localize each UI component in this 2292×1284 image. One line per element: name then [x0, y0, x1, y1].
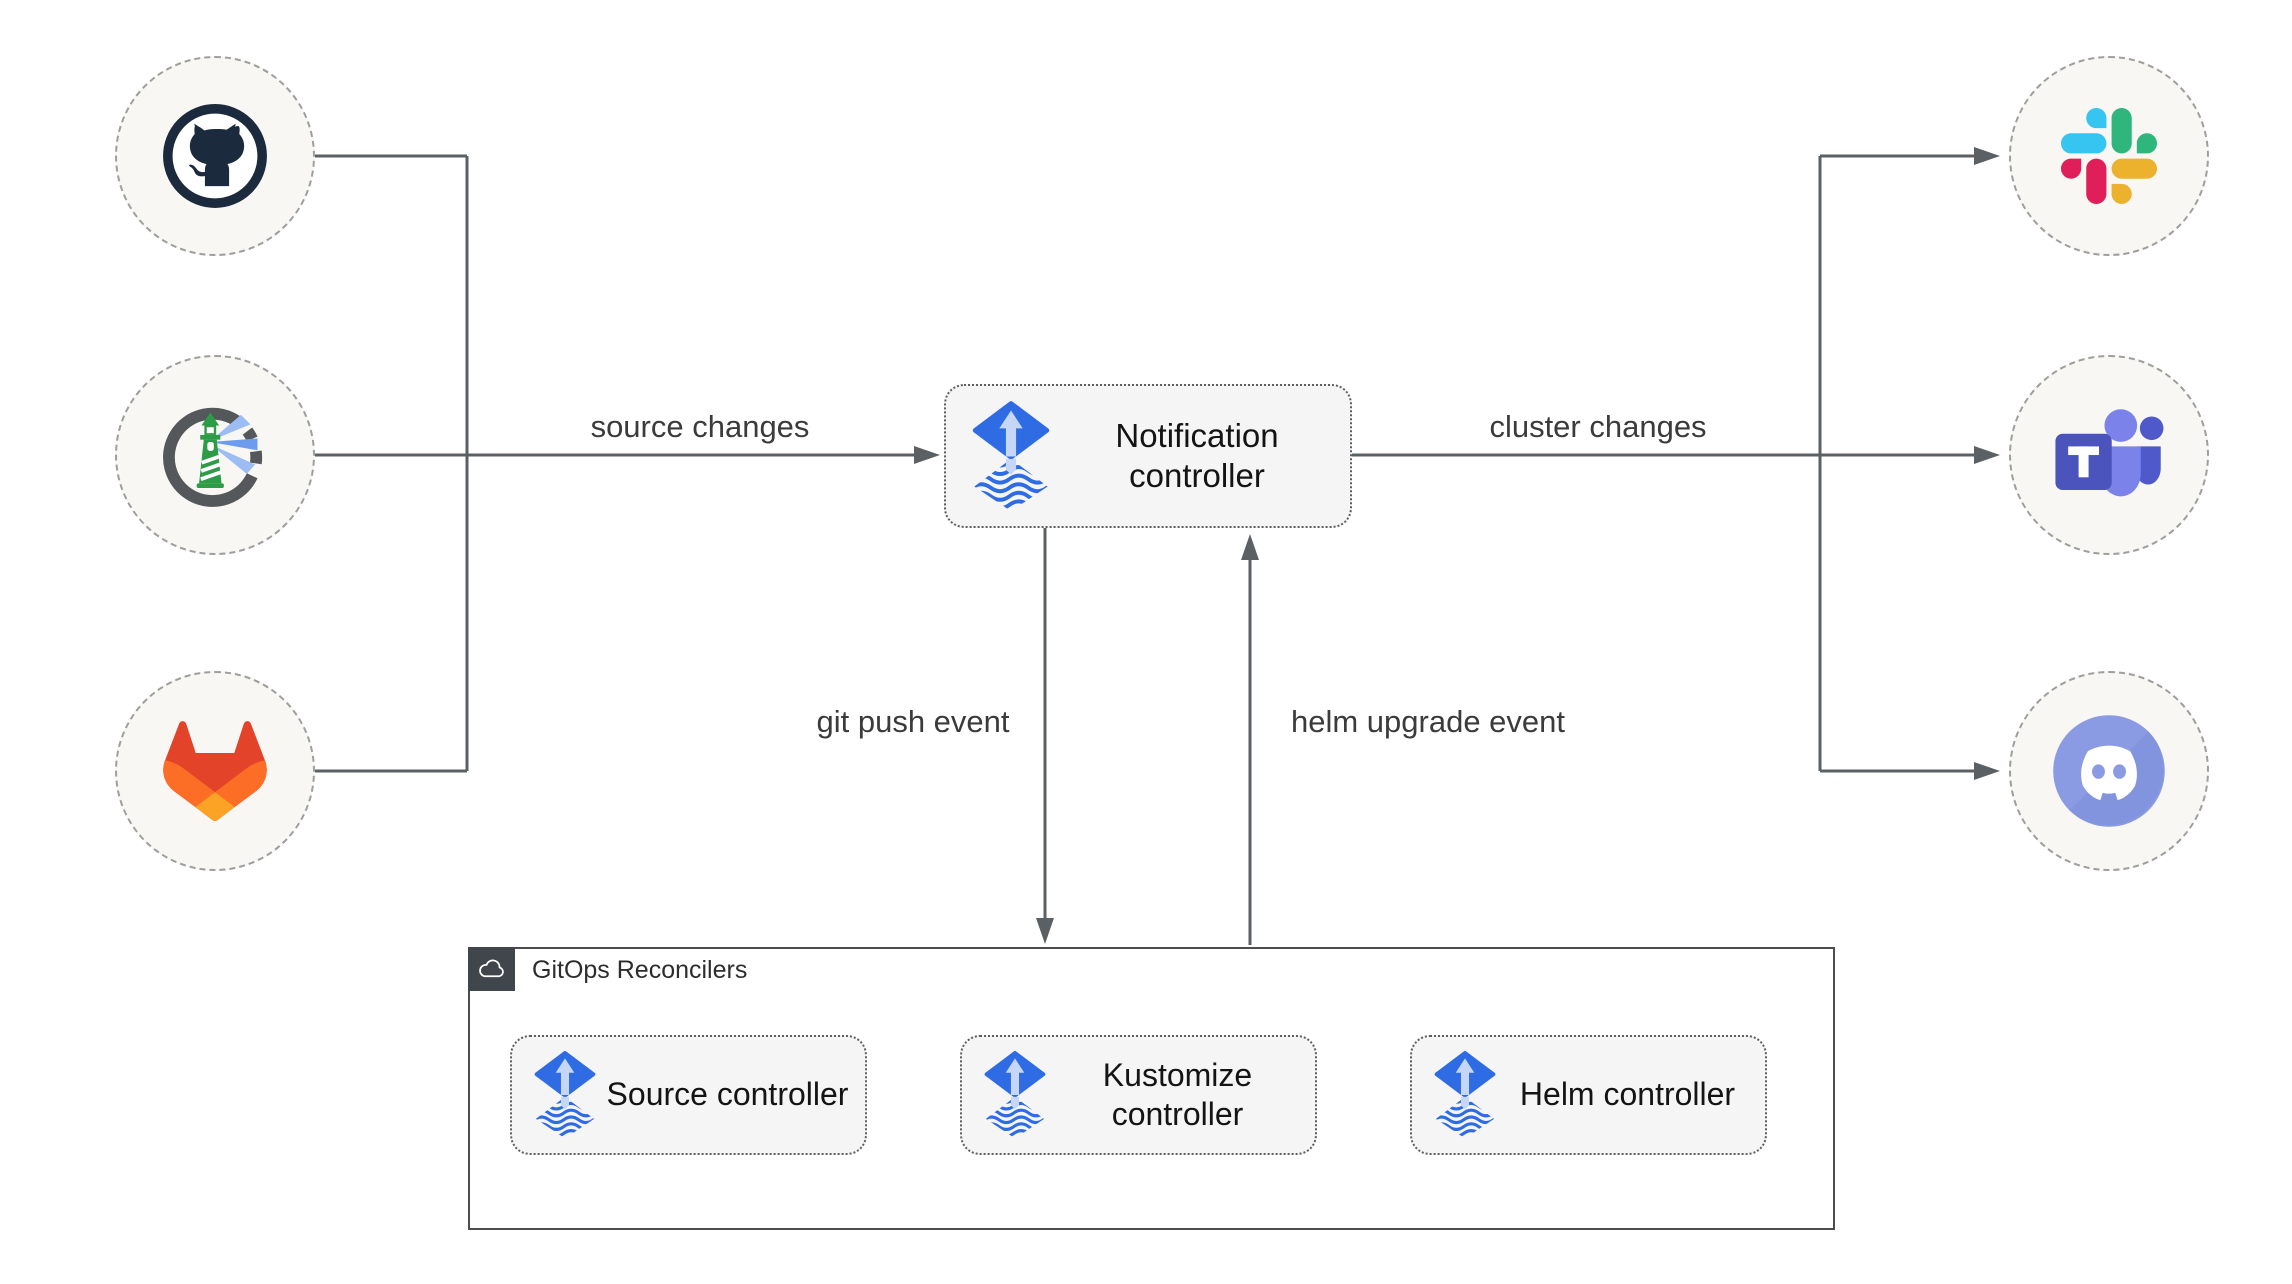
- kustomize-controller-label: Kustomize controller: [1102, 1056, 1253, 1132]
- gitops-reconcilers-tab: [468, 947, 515, 991]
- harbor-icon: [163, 407, 263, 507]
- edge-label-source-changes: source changes: [590, 409, 810, 444]
- gitops-reconcilers-title: GitOps Reconcilers: [532, 955, 748, 984]
- notification-controller-node[interactable]: Notification controller: [944, 384, 1352, 528]
- arrowhead-helm-upgrade: [1241, 534, 1259, 560]
- source-controller-label: Source controller: [606, 1076, 849, 1113]
- edge-label-cluster-changes: cluster changes: [1489, 409, 1707, 444]
- arrowhead-teams: [1974, 446, 2000, 464]
- target-node-teams[interactable]: [2009, 355, 2209, 555]
- flux-icon: [534, 1051, 596, 1139]
- arrowhead-slack: [1974, 147, 2000, 165]
- arrowhead-discord: [1974, 762, 2000, 780]
- gitlab-icon: [163, 721, 267, 821]
- flux-icon: [984, 1051, 1046, 1139]
- source-node-github[interactable]: [115, 56, 315, 256]
- github-icon: [163, 104, 267, 208]
- gitops-reconcilers-container[interactable]: GitOps Reconcilers Source controller Kus…: [468, 947, 1835, 1230]
- source-controller-node[interactable]: Source controller: [510, 1035, 867, 1155]
- notification-controller-label: Notification controller: [1115, 416, 1279, 494]
- target-node-slack[interactable]: [2009, 56, 2209, 256]
- flux-icon: [1434, 1051, 1496, 1139]
- helm-controller-node[interactable]: Helm controller: [1410, 1035, 1767, 1155]
- edge-label-git-push-event: git push event: [816, 704, 1010, 739]
- cloud-icon: [478, 959, 504, 977]
- discord-icon: [2053, 715, 2165, 827]
- slack-icon: [2061, 108, 2157, 204]
- arrowhead-source-changes: [914, 446, 940, 464]
- source-node-harbor[interactable]: [115, 355, 315, 555]
- helm-controller-label: Helm controller: [1519, 1076, 1736, 1113]
- target-node-discord[interactable]: [2009, 671, 2209, 871]
- source-node-gitlab[interactable]: [115, 671, 315, 871]
- arrowhead-git-push: [1036, 918, 1054, 944]
- teams-icon: [2055, 408, 2164, 496]
- edge-label-helm-upgrade-event: helm upgrade event: [1290, 704, 1566, 739]
- flux-icon: [972, 401, 1050, 512]
- kustomize-controller-node[interactable]: Kustomize controller: [960, 1035, 1317, 1155]
